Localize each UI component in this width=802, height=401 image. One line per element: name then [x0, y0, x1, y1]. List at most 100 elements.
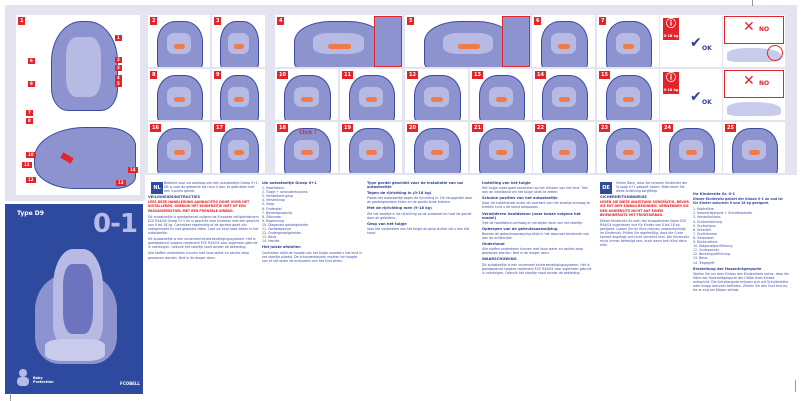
- nl-intro: Bedankt voor uw aankoop van een autostoe…: [164, 181, 259, 194]
- panel-number: 13: [472, 71, 483, 79]
- language-badge-nl: NL: [151, 182, 163, 194]
- callout-label: 4: [115, 75, 122, 81]
- highlight-part: [431, 150, 443, 156]
- seat-cushion-drawing: [293, 139, 320, 161]
- weight-range: 9-18 kg: [663, 88, 679, 92]
- language-badge-de: DE: [600, 182, 612, 194]
- nl-safety-body: Dit autostoeltje is goedgekeurd volgens …: [148, 214, 259, 236]
- seat-cushion-drawing: [358, 86, 384, 108]
- panel-number: 1: [18, 17, 26, 25]
- part-list-item: 6. Unterteil: [693, 227, 711, 232]
- part-list-item: 5. Gurtschloss: [693, 223, 716, 228]
- illustration-panel-8: 8: [148, 69, 210, 120]
- seat-cushion-drawing: [423, 86, 450, 108]
- nl-adjust-body: Controleer altijd de hoogte van het tuig…: [262, 250, 363, 263]
- illustration-panel-25: 25: [723, 122, 785, 173]
- highlight-part: [496, 97, 508, 103]
- warning-box: ✕NO: [724, 70, 784, 98]
- highlight-part: [559, 97, 571, 103]
- highlight-part: [174, 150, 186, 156]
- panel-number: 16: [150, 124, 161, 132]
- ok-label: OK: [702, 99, 712, 106]
- panel-number: 3: [214, 17, 222, 25]
- nl-care-body: Alle stoffen onderdelen kunnen met lauw …: [482, 247, 583, 256]
- nl-headrest-title: Verwijderen hoofdsteun (naar keuze volge…: [482, 211, 581, 220]
- part-list-item: 4. Verstelknop: [262, 198, 285, 203]
- panel-number: 7: [599, 17, 607, 25]
- nl-adjust-title: Het juiste afstellen: [262, 245, 301, 250]
- checkmark-icon: ✔: [690, 89, 702, 105]
- nl-rear-title: Tegen de rijrichting in (0-18 kg): [367, 191, 432, 196]
- seat-cushion-drawing: [488, 86, 514, 108]
- highlight-part: [457, 43, 480, 49]
- callout-label: 9: [28, 81, 35, 87]
- seat-cushion-drawing: [227, 86, 250, 108]
- nl-safety-warning: LEES DEZE HANDLEIDING AANDACHTIG DOOR VO…: [148, 200, 250, 213]
- nl-warning-body: Dit autostoeltje is een universeel kinde…: [482, 262, 592, 275]
- seat-cushion-drawing: [166, 139, 192, 161]
- seat-harness-drawing: [66, 37, 101, 97]
- illustration-panel-16: 16: [148, 122, 210, 173]
- highlight-part: [234, 97, 244, 103]
- panel-number: 21: [472, 124, 483, 132]
- ok-label: OK: [702, 45, 712, 52]
- part-list-item: 1. Kopfstütze: [693, 207, 714, 212]
- crop-mark: [795, 380, 796, 392]
- panel-number: 20: [407, 124, 418, 132]
- callout-label: 1: [115, 35, 122, 41]
- illustration-panel-17: 17: [212, 122, 265, 173]
- nl-headrest-body: Trek de hoofdsteun omhoog en verwijder d…: [482, 220, 583, 225]
- highlight-part: [234, 43, 244, 49]
- part-list-item: 9. Rückenlehne: [693, 240, 718, 245]
- illustration-panel-7: 7: [597, 15, 659, 67]
- illustration-panel-2: 2: [148, 15, 210, 67]
- car-seat-drawing: [479, 128, 525, 173]
- highlight-part: [749, 150, 761, 156]
- seat-cushion-drawing: [678, 139, 704, 161]
- seat-cushion-drawing: [551, 86, 577, 108]
- nl-recline-body: Door de instelhendel onder de voorkant v…: [482, 201, 590, 210]
- panel-number: 17: [214, 124, 225, 132]
- part-list-item: 11. Gurtspanner: [693, 248, 720, 253]
- no-airbag-panel: ✕NO: [723, 69, 785, 120]
- part-list-item: 10. Diagonalgurtführung: [693, 244, 733, 249]
- panel-number: 14: [535, 71, 546, 79]
- checkmark-icon: ✔: [690, 35, 702, 51]
- illustration-panel-23: 23: [597, 122, 659, 173]
- part-list-item: 7. Gurtklemme: [693, 231, 717, 236]
- highlight-part: [496, 150, 508, 156]
- no-label: NO: [759, 26, 770, 33]
- panel-number: 23: [599, 124, 610, 132]
- illustration-panel-4: 4: [275, 15, 402, 67]
- illustration-panel-20: 20: [405, 122, 468, 173]
- warning-box: ✕NO: [724, 16, 784, 44]
- de-safety-title: SICHERHEITSHINWEISE: [600, 195, 647, 200]
- nl-care-title: Onderhoud: [482, 242, 505, 247]
- panel-number: 10: [277, 71, 288, 79]
- car-seat-drawing: [157, 21, 203, 67]
- highlight-part: [623, 150, 635, 156]
- illustration-panel-9: 9: [212, 69, 265, 120]
- de-seat-title: Ihr Kindersitz Gr. 0-1: [693, 192, 736, 196]
- info-icon: ⓘ: [663, 72, 679, 94]
- callout-label: 14: [128, 167, 138, 173]
- highlight-part: [686, 150, 698, 156]
- panel-number: 2: [150, 17, 158, 25]
- callout-label: 13: [116, 180, 126, 186]
- nl-recline-title: Schuine posities van het autostoeltje: [482, 196, 558, 201]
- panel-number: 15: [599, 71, 610, 79]
- panel-number: 25: [725, 124, 736, 132]
- part-list-item: 1. Hoofdsteun: [262, 186, 285, 191]
- seat-cushion-drawing: [358, 139, 384, 161]
- illustration-panel-14: 14: [533, 69, 595, 120]
- callout-label: 12: [26, 177, 36, 183]
- nl-warning-body-copy: Dit autostoeltje is een universeel kinde…: [148, 237, 258, 250]
- no-airbag-panel: ✕NO: [723, 15, 785, 67]
- highlight-part: [623, 43, 635, 49]
- de-column-1: Vielen Dank, dass Sie unseren Kindersitz…: [600, 181, 690, 249]
- highlight-part: [366, 150, 378, 156]
- nl-harness-title: Instelling van het tuigje: [482, 181, 531, 185]
- de-safety-warning: LESEN SIE DIESE ANLEITUNG SORGFÄLTIG, BE…: [600, 200, 689, 217]
